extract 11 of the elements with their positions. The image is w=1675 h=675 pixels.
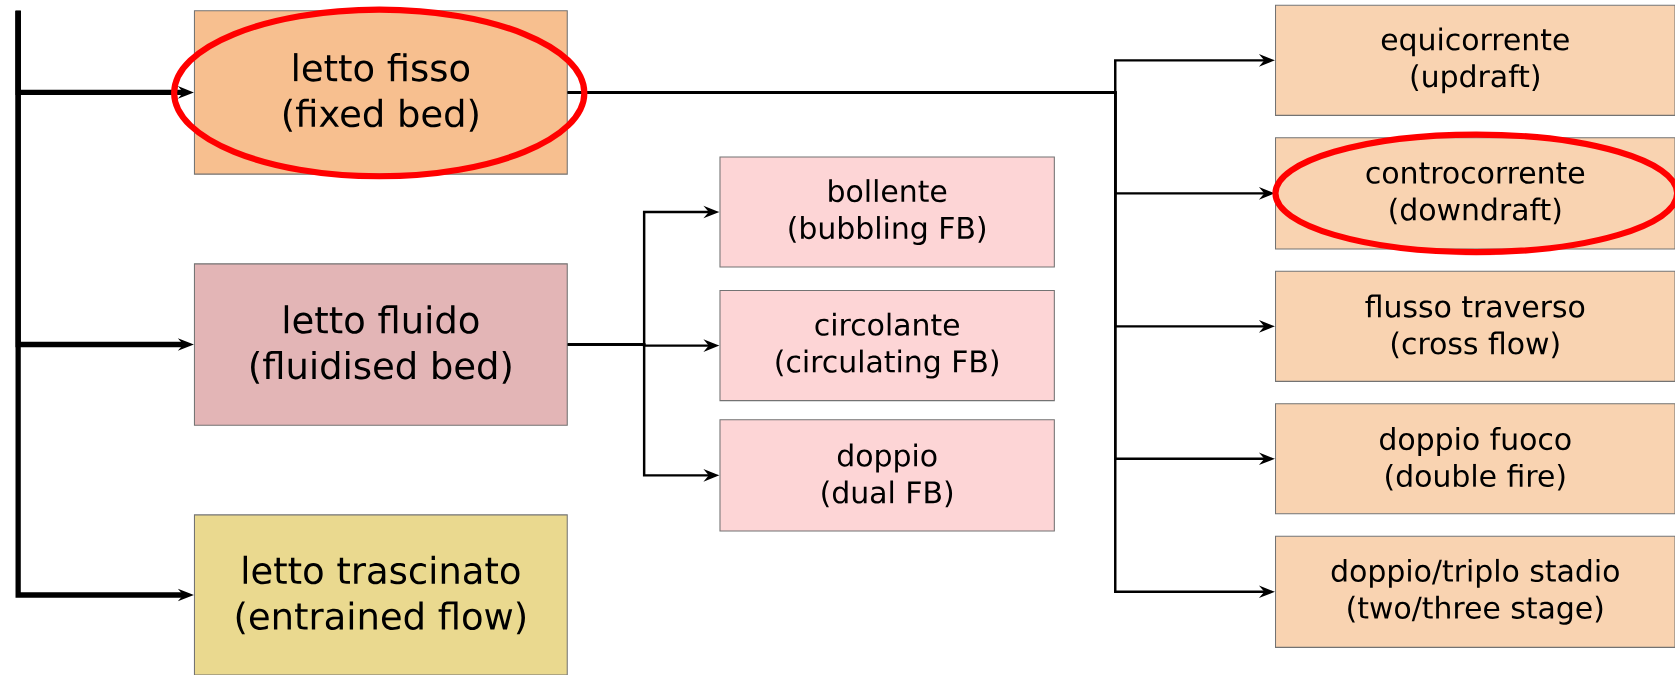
type-box: circolante (circulating FB) [719,290,1055,402]
type-box: equicorrente (updraft) [1275,4,1675,116]
type-box: letto fisso (fixed bed) [193,10,568,175]
type-box: flusso traverso (cross flow) [1275,270,1675,382]
type-box: doppio (dual FB) [719,419,1055,532]
type-box: bollente (bubbling FB) [719,156,1055,268]
type-box: controcorrente (downdraft) [1275,137,1675,250]
type-box: doppio/triplo stadio (two/three stage) [1275,535,1675,648]
type-box: doppio fuoco (double fire) [1275,403,1675,515]
type-box: letto trascinato (entrained flow) [193,514,568,675]
type-box: letto fluido (fluidised bed) [193,263,568,426]
